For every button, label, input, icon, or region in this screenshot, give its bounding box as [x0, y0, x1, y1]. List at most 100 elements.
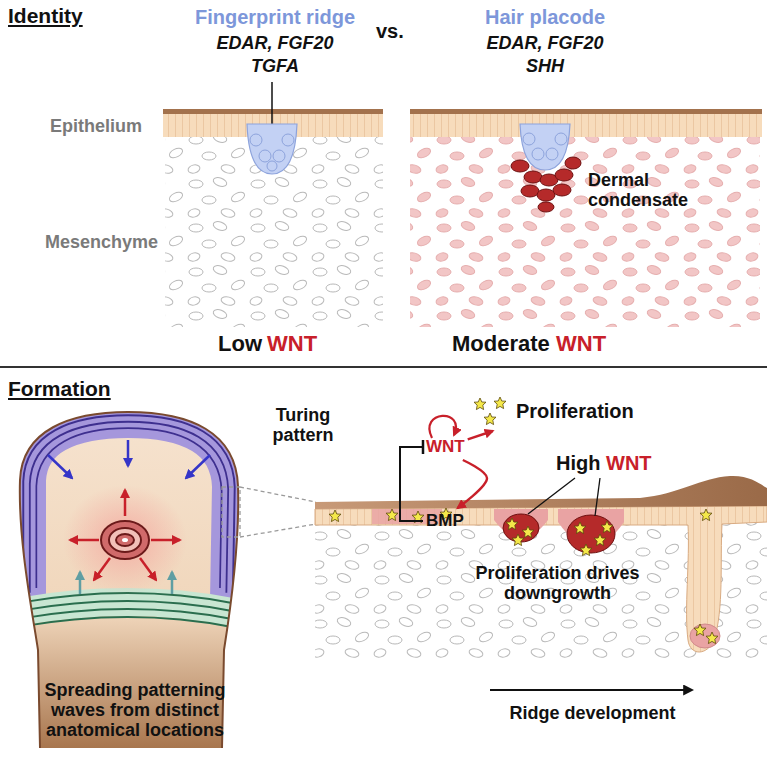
epithelium-layer: [410, 109, 762, 114]
signal-node: WNT: [426, 437, 465, 457]
wave-arrow: [186, 455, 210, 478]
proliferation-star: [522, 526, 534, 538]
mesenchyme-tissue: [165, 137, 383, 327]
ridge-placode: [282, 134, 294, 146]
patterning-wave: [18, 412, 238, 627]
layer-label: Epithelium: [50, 116, 142, 136]
hair-placode: [546, 148, 558, 160]
proliferation-star: [329, 508, 718, 644]
connector-arrow: [468, 431, 493, 439]
leader-line: [595, 478, 600, 516]
proliferation-star: [494, 397, 506, 409]
proliferation-star: [474, 398, 486, 410]
layer-label: Mesenchyme: [45, 232, 158, 252]
gene-list: EDAR, FGF20: [170, 33, 380, 53]
gene-list: SHH: [455, 56, 635, 76]
dermal-condensate: [553, 184, 571, 196]
proliferation-star: [574, 522, 586, 534]
proliferation-star: [412, 511, 424, 523]
self-activation-loop: [429, 416, 456, 438]
connector-arrow: [458, 460, 487, 508]
ridge-placode: [259, 150, 271, 162]
connector-arrow: [400, 447, 423, 521]
node-text: Proliferation: [516, 400, 634, 423]
wave-arrow: [140, 558, 156, 580]
panel-title: Fingerprint ridge: [170, 6, 380, 28]
zoom-indicator: [240, 487, 316, 502]
skin-section: [315, 476, 767, 660]
zoom-indicator: [240, 524, 316, 537]
skin-section: [690, 624, 720, 648]
dermal-condensate: [538, 202, 554, 212]
hair-placode: [523, 133, 535, 145]
signal-node: BMP: [426, 511, 464, 531]
whorl-center: [63, 485, 187, 595]
self-activation-loop: [429, 416, 456, 438]
proliferation-star: [506, 518, 518, 530]
ridge-placode: [247, 124, 297, 174]
wave-arrow: [48, 455, 72, 478]
ridge-placode: [250, 134, 262, 146]
proliferation-star: [601, 521, 613, 533]
mesenchyme-tissue: [410, 137, 760, 327]
skin-section: [315, 506, 767, 652]
epithelium-layer: [163, 109, 383, 114]
dermal-condensate: [537, 189, 555, 201]
whorl-center: [109, 528, 141, 552]
ridge-placode: [267, 161, 277, 171]
level-label: High: [556, 452, 600, 474]
whorl-center: [63, 485, 187, 595]
dermal-condensate: [521, 185, 539, 197]
zoom-indicator: [222, 487, 316, 537]
signal-name: WNT: [267, 332, 317, 357]
patterning-wave: [20, 412, 238, 600]
wave-arrow: [151, 539, 180, 542]
development-arrow: [490, 689, 692, 691]
proliferation-star: [386, 509, 398, 521]
wave-arrow: [127, 440, 130, 466]
skin-section: [567, 515, 615, 553]
mesenchyme-tissue: [165, 137, 760, 327]
wave-arrow: [171, 572, 174, 594]
patterning-wave: [18, 602, 232, 612]
wave-arrow: [70, 539, 99, 542]
development-arrow: [490, 690, 692, 691]
zoom-indicator: [222, 487, 240, 537]
wave-arrow: [48, 440, 210, 594]
node-text: BMP: [426, 511, 464, 531]
dermal-condensate: [511, 160, 529, 172]
proliferation-star: [700, 509, 712, 521]
signal-name: WNT: [556, 332, 606, 357]
dermal-condensate: [565, 157, 581, 169]
gene-list: EDAR, FGF20: [455, 33, 635, 53]
dermal-condensate: [555, 169, 573, 181]
leader-line: [528, 478, 575, 514]
proliferation-star: [512, 534, 524, 546]
node-text: WNT: [426, 437, 465, 457]
ridge-placode: [273, 150, 285, 162]
panel-divider: [0, 366, 767, 368]
dermal-condensate: [511, 157, 581, 212]
process-note: Proliferation drives downgrowth: [455, 563, 660, 603]
gene-list: TGFA: [170, 56, 380, 76]
signal-name: WNT: [606, 452, 652, 474]
caption-note: Spreading patterning waves from distinct…: [20, 680, 250, 740]
proliferation-star: [329, 510, 341, 522]
comparison-text: vs.: [376, 20, 404, 42]
proliferation-star: [580, 544, 592, 556]
epithelium-layer: [410, 113, 762, 137]
panel-title: Hair placode: [455, 6, 635, 28]
proliferation-star: [484, 413, 496, 425]
proliferation-icon: [470, 394, 512, 428]
ridge-placode: [271, 82, 273, 126]
hair-placode: [532, 148, 544, 160]
level-label: Low: [218, 332, 262, 357]
patterning-wave: [23, 415, 234, 597]
section-heading: Identity: [8, 4, 83, 28]
structure-label: Dermal condensate: [588, 170, 698, 210]
section-heading: Formation: [8, 377, 111, 401]
mechanism-title: Turing pattern: [258, 405, 348, 445]
axis-label: Ridge development: [490, 703, 695, 723]
